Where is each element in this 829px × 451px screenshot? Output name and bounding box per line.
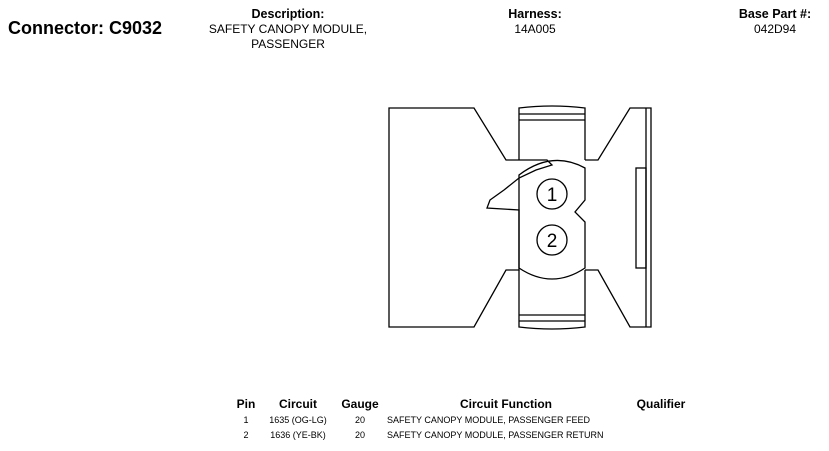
pin-table: Pin Circuit Gauge Circuit Function Quali… — [232, 396, 694, 442]
pin-table-header: Pin Circuit Gauge Circuit Function Quali… — [232, 396, 694, 412]
row-pin: 2 — [243, 429, 249, 440]
row-circuit: 1636 (YE-BK) — [270, 429, 326, 440]
base-part-column: Base Part #: 042D94 — [720, 7, 829, 37]
harness-label: Harness: — [508, 7, 562, 21]
connector-center-body — [518, 159, 586, 280]
harness-value: 14A005 — [514, 22, 556, 36]
header-qualifier: Qualifier — [636, 397, 686, 411]
row-gauge: 20 — [354, 429, 365, 440]
connector-left-housing — [388, 107, 554, 328]
description-line-2: PASSENGER — [251, 37, 325, 51]
description-line-1: SAFETY CANOPY MODULE, — [208, 22, 368, 36]
connector-title: Connector: C9032 — [8, 18, 163, 38]
connector-top-cap — [518, 105, 586, 160]
row-circuit-function: SAFETY CANOPY MODULE, PASSENGER RETURN — [387, 429, 604, 440]
header-circuit: Circuit — [278, 397, 317, 411]
header-pin: Pin — [236, 397, 256, 411]
row-circuit-function: SAFETY CANOPY MODULE, PASSENGER FEED — [387, 414, 591, 425]
pin-1-label: 1 — [547, 185, 558, 206]
header-gauge: Gauge — [341, 397, 379, 411]
header-circuit-function: Circuit Function — [460, 397, 552, 411]
row-pin: 1 — [243, 414, 249, 425]
connector-latch-tab — [635, 167, 647, 269]
table-row: 2 1636 (YE-BK) 20 SAFETY CANOPY MODULE, … — [232, 427, 694, 442]
description-column: Description: SAFETY CANOPY MODULE, PASSE… — [190, 7, 386, 52]
row-circuit: 1635 (OG-LG) — [269, 414, 327, 425]
connector-bottom-cap — [518, 270, 586, 330]
pin-2-cavity — [536, 224, 568, 256]
connector-right-housing — [585, 107, 652, 328]
base-part-label: Base Part #: — [738, 7, 812, 21]
row-qualifier — [628, 427, 694, 442]
row-qualifier — [628, 412, 694, 427]
harness-column: Harness: 14A005 — [480, 7, 590, 37]
pin-2-label: 2 — [547, 231, 558, 252]
pin-1-cavity — [536, 178, 568, 210]
base-part-value: 042D94 — [753, 22, 797, 36]
table-row: 1 1635 (OG-LG) 20 SAFETY CANOPY MODULE, … — [232, 412, 694, 427]
row-gauge: 20 — [354, 414, 365, 425]
description-label: Description: — [251, 7, 325, 21]
